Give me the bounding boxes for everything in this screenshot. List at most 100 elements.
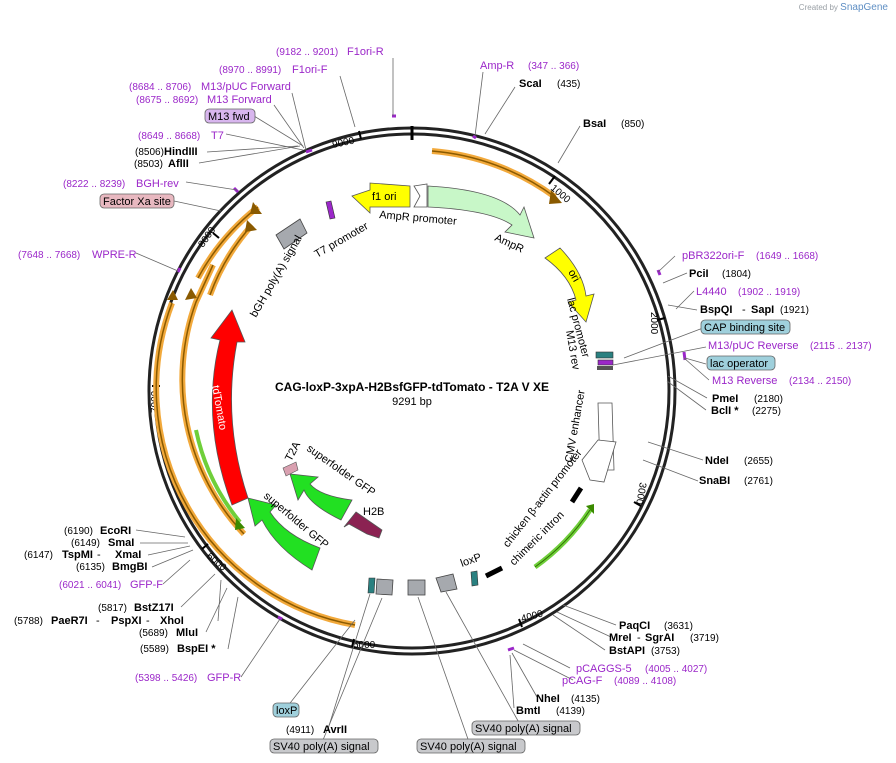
- primer-m13-rev: M13 Reverse: [712, 375, 777, 387]
- primer-amp-r: Amp-R: [480, 60, 514, 72]
- primer-l4440: L4440: [696, 286, 727, 298]
- primer-pbr322-range: (1649 .. 1668): [756, 251, 818, 262]
- primer-m13puc-fwd: M13/pUC Forward: [201, 81, 291, 93]
- site-bspqi-sep: -: [742, 304, 746, 316]
- site-sapi: SapI: [751, 304, 774, 316]
- site-pspxi-sep: -: [146, 615, 150, 627]
- site-hindiii-pos: (8506): [135, 147, 164, 158]
- label-ori: ori: [565, 268, 582, 285]
- site-bspqi-pos: (1921): [780, 305, 809, 316]
- primer-amp-r-range: (347 .. 366): [528, 61, 579, 72]
- sfgfp-arrow-2: [247, 497, 321, 571]
- green-arc-inner: [194, 429, 242, 524]
- site-paqci: PaqCI: [619, 620, 650, 632]
- site-bcli: BclI *: [711, 405, 739, 417]
- leader-cap: [623, 327, 704, 359]
- sfgfp-arrow-1: [289, 473, 353, 521]
- site-scai-pos: (435): [557, 79, 580, 90]
- sv40c-box-bg: [471, 720, 581, 736]
- primer-wpre-r-range: (7648 .. 7668): [18, 250, 80, 261]
- lac-feature-box: [597, 359, 614, 366]
- label-h2b: H2B: [363, 506, 384, 518]
- lacop-box-bg: [706, 355, 776, 371]
- leader-f1ori-f: [339, 75, 356, 128]
- primer-m13puc-fwd-range: (8684 .. 8706): [129, 82, 191, 93]
- leader-amp-r: [474, 71, 484, 137]
- bgh-polya-box: [275, 218, 308, 250]
- tick-5000: [351, 638, 355, 648]
- leader-l4440: [675, 290, 695, 310]
- site-aflii-pos: (8503): [134, 159, 163, 170]
- leader-gfp-r: [240, 618, 281, 678]
- leader-nhei: [511, 652, 538, 698]
- sv40a-box-label: SV40 poly(A) signal: [273, 741, 370, 753]
- sv40-box-2: [407, 579, 426, 596]
- green-arc-intron-core: [534, 509, 591, 568]
- leader-avrii: [327, 593, 371, 730]
- site-mrei-pos: (3719): [690, 633, 719, 644]
- orange-arcs: [153, 148, 593, 628]
- site-bstz17i-pos: (5817): [98, 603, 127, 614]
- primer-m13puc-rev-range: (2115 .. 2137): [810, 341, 872, 352]
- leader-m13-fwd: [273, 104, 305, 149]
- leader-m13fwd-box: [253, 115, 304, 147]
- leader-srgai: [556, 611, 612, 638]
- primer-pbr322: pBR322ori-F: [682, 250, 745, 262]
- orange-arc-long-1-core: [155, 302, 356, 626]
- snapgene-credit: Created by SnapGene: [799, 2, 888, 13]
- loxp-marker-right: [470, 570, 479, 587]
- primer-labels: (9182 .. 9201) F1ori-R (8970 .. 8991) F1…: [18, 46, 872, 687]
- site-avrii: AvrII: [323, 724, 347, 736]
- leader-pbr322: [657, 255, 676, 273]
- site-aflii: AflII: [168, 158, 189, 170]
- primer-mark-wpre: [176, 267, 182, 273]
- label-bgh: bGH poly(A) signal: [248, 234, 305, 320]
- leader-aflii: [198, 145, 301, 164]
- site-paer7i: PaeR7I: [51, 615, 88, 627]
- tick-8000: [212, 232, 220, 239]
- tick-label-4000: 4000: [520, 608, 545, 624]
- factorxa-box-label: Factor Xa site: [103, 196, 171, 208]
- primer-pcaggs: pCAGGS-5: [576, 663, 632, 675]
- leader-bspei: [227, 596, 239, 650]
- sv40b-box-label: SV40 poly(A) signal: [420, 741, 517, 753]
- site-mrei: MreI: [609, 632, 632, 644]
- site-tspmi: TspMI: [62, 549, 93, 561]
- site-mrei-sep: -: [637, 632, 641, 644]
- primer-mark-ampr: [472, 134, 477, 140]
- site-xhoi: XhoI: [160, 615, 184, 627]
- ampr-promoter-arrow: [413, 183, 428, 208]
- leader-pmei: [667, 375, 708, 399]
- primer-mark-pcag: [507, 646, 515, 652]
- primer-wpre-r: WPRE-R: [92, 249, 137, 261]
- site-snabi-pos: (2761): [744, 476, 773, 487]
- plasmid-name: CAG-loxP-3xpA-H2BsfGFP-tdTomato - T2A V …: [275, 380, 549, 394]
- primer-m13-fwd-range: (8675 .. 8692): [136, 95, 198, 106]
- arrowhead-ampr-arc: [549, 190, 562, 204]
- site-smai: SmaI: [108, 537, 134, 549]
- site-bstapi-pos: (3753): [651, 646, 680, 657]
- site-bmgbi: BmgBI: [112, 561, 147, 573]
- primer-gfp-f-range: (6021 .. 6041): [59, 580, 121, 591]
- t2a-marker: [282, 461, 299, 477]
- leader-bmgbi: [151, 549, 194, 568]
- leader-bcli: [666, 380, 707, 411]
- leader-paqci: [562, 604, 617, 626]
- leader-bstapi: [552, 614, 606, 651]
- arrowhead-long-1: [167, 290, 178, 300]
- f1-ori-arrow: [351, 182, 411, 214]
- cap-box-bg: [700, 319, 791, 335]
- tdtomato-arrow: [210, 309, 249, 506]
- leader-ndei: [647, 441, 704, 461]
- orange-arc-long-2-core: [181, 264, 245, 535]
- tick-label-9000: 9000: [331, 135, 355, 150]
- primer-l4440-range: (1902 .. 1919): [738, 287, 800, 298]
- tick-2000: [656, 317, 666, 321]
- primer-gfp-r-range: (5398 .. 5426): [135, 673, 197, 684]
- primer-pcag-f: pCAG-F: [562, 675, 603, 687]
- leader-hindiii: [206, 145, 299, 153]
- plasmid-length: 9291 bp: [392, 396, 432, 408]
- primer-f1ori-f-range: (8970 .. 8991): [219, 65, 281, 76]
- sv40c-box-label: SV40 poly(A) signal: [475, 723, 572, 735]
